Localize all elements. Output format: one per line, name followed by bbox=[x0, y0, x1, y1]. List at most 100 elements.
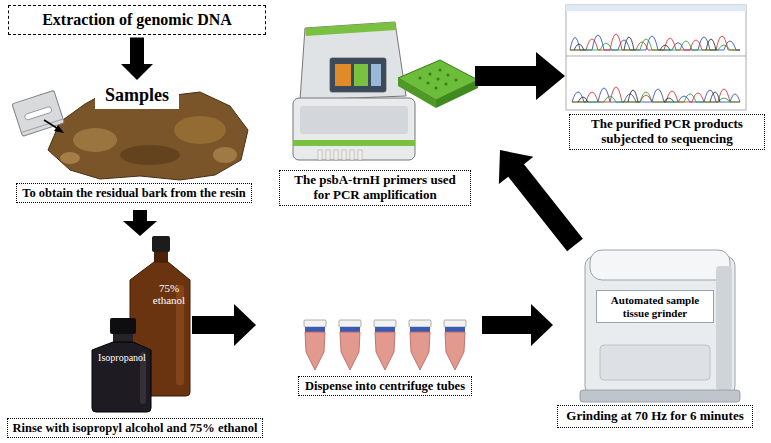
centrifuge-tubes bbox=[304, 320, 326, 327]
chromatogram bbox=[566, 5, 746, 11]
pcr-machine bbox=[334, 150, 338, 160]
chromatogram bbox=[570, 35, 740, 50]
chromatogram bbox=[566, 56, 746, 57]
tissue-grinder bbox=[580, 250, 740, 402]
isopropanol-bottle bbox=[113, 334, 133, 342]
pcr-machine bbox=[398, 60, 478, 100]
step-caption: Grinding at 70 Hz for 6 minutes bbox=[557, 405, 752, 428]
chromatogram bbox=[566, 5, 746, 110]
pcr-machine bbox=[447, 74, 450, 77]
pcr-machine bbox=[445, 83, 448, 86]
node-text: Automated sample tissue grinder bbox=[601, 294, 709, 319]
node-text: Rinse with isopropyl alcohol and 75% eth… bbox=[13, 421, 258, 435]
pcr-machine bbox=[293, 98, 415, 160]
pcr-machine bbox=[293, 140, 415, 146]
pcr-machine bbox=[293, 22, 478, 160]
pcr-machine bbox=[371, 64, 381, 86]
centrifuge-tubes bbox=[409, 320, 431, 370]
centrifuge-tubes bbox=[375, 327, 395, 332]
bark-sample bbox=[60, 152, 80, 164]
tissue-grinder bbox=[590, 250, 730, 280]
centrifuge-tubes bbox=[339, 320, 361, 370]
chromatogram bbox=[570, 34, 740, 50]
node-text: Extraction of genomic DNA bbox=[15, 11, 259, 29]
bottle-label: 75% ethanol bbox=[148, 282, 190, 306]
pcr-machine bbox=[436, 80, 478, 108]
razor-blade bbox=[12, 90, 64, 136]
pcr-machine bbox=[419, 77, 422, 80]
step-caption: Dispense into centrifuge tubes bbox=[298, 376, 472, 396]
tissue-grinder bbox=[716, 266, 732, 390]
centrifuge-tubes bbox=[444, 320, 466, 327]
pcr-machine bbox=[354, 64, 368, 86]
bark-sample bbox=[73, 128, 117, 152]
title-box: Extraction of genomic DNA bbox=[8, 5, 266, 35]
pcr-machine bbox=[318, 150, 322, 160]
centrifuge-tubes bbox=[304, 320, 466, 370]
pcr-machine bbox=[437, 78, 440, 81]
centrifuge-tubes bbox=[340, 327, 360, 332]
centrifuge-tubes bbox=[305, 327, 325, 332]
isopropanol-bottle bbox=[92, 342, 151, 412]
flow-arrow bbox=[192, 304, 256, 346]
sample-tag: Samples bbox=[95, 82, 179, 109]
pcr-machine bbox=[398, 78, 436, 108]
centrifuge-tubes bbox=[304, 320, 326, 370]
centrifuge-tubes bbox=[374, 320, 396, 370]
bottle-label: Isopropanol bbox=[98, 352, 146, 363]
bark-sample bbox=[48, 86, 248, 180]
centrifuge-tubes bbox=[374, 320, 396, 327]
centrifuge-tubes bbox=[375, 332, 395, 370]
chromatogram bbox=[572, 88, 740, 102]
pcr-machine bbox=[335, 64, 351, 86]
node-text: To obtain the residual bark from the res… bbox=[22, 186, 246, 200]
chromatogram bbox=[572, 92, 740, 102]
ethanol-bottle bbox=[152, 236, 170, 252]
flow-arrow bbox=[123, 210, 157, 236]
pcr-machine bbox=[305, 22, 396, 36]
bark-sample bbox=[213, 147, 237, 163]
centrifuge-tubes bbox=[445, 327, 465, 332]
flow-arrow bbox=[475, 52, 565, 100]
centrifuge-tubes bbox=[409, 320, 431, 327]
centrifuge-tubes bbox=[410, 332, 430, 370]
chromatogram bbox=[572, 87, 740, 102]
razor-blade bbox=[54, 125, 64, 133]
step-caption: Rinse with isopropyl alcohol and 75% eth… bbox=[7, 418, 264, 438]
razor-blade bbox=[24, 106, 52, 120]
chromatogram bbox=[572, 87, 740, 102]
bark-sample bbox=[174, 116, 226, 144]
step-caption: The purified PCR products subjected to s… bbox=[569, 114, 765, 150]
pcr-machine bbox=[427, 82, 430, 85]
pcr-machine bbox=[358, 150, 362, 160]
chromatogram bbox=[574, 37, 716, 50]
centrifuge-tubes bbox=[339, 320, 361, 327]
pcr-machine bbox=[330, 58, 386, 92]
pcr-machine bbox=[439, 69, 442, 72]
pcr-machine bbox=[419, 69, 458, 90]
chromatogram bbox=[570, 34, 740, 102]
pcr-machine bbox=[429, 73, 432, 76]
razor-blade bbox=[12, 90, 64, 136]
isopropanol-bottle bbox=[92, 318, 151, 412]
flow-arrow bbox=[482, 304, 553, 346]
centrifuge-tubes bbox=[444, 320, 466, 370]
chromatogram bbox=[578, 90, 720, 102]
isopropanol-bottle bbox=[110, 318, 136, 334]
chromatogram bbox=[566, 5, 746, 110]
pcr-machine bbox=[326, 150, 330, 160]
step-caption: To obtain the residual bark from the res… bbox=[16, 183, 252, 203]
pcr-machine bbox=[455, 79, 458, 82]
node-text: Dispense into centrifuge tubes bbox=[305, 379, 465, 393]
ethanol-bottle bbox=[154, 252, 168, 262]
pcr-machine bbox=[300, 106, 408, 134]
centrifuge-tubes bbox=[305, 332, 325, 370]
bark-sample bbox=[48, 86, 248, 180]
node-text: Grinding at 70 Hz for 6 minutes bbox=[566, 409, 743, 424]
centrifuge-tubes bbox=[410, 327, 430, 332]
node-text: The purified PCR products subjected to s… bbox=[575, 117, 759, 147]
pcr-machine bbox=[318, 150, 362, 160]
device-tag: Automated sample tissue grinder bbox=[596, 290, 714, 323]
pcr-machine bbox=[350, 150, 354, 160]
